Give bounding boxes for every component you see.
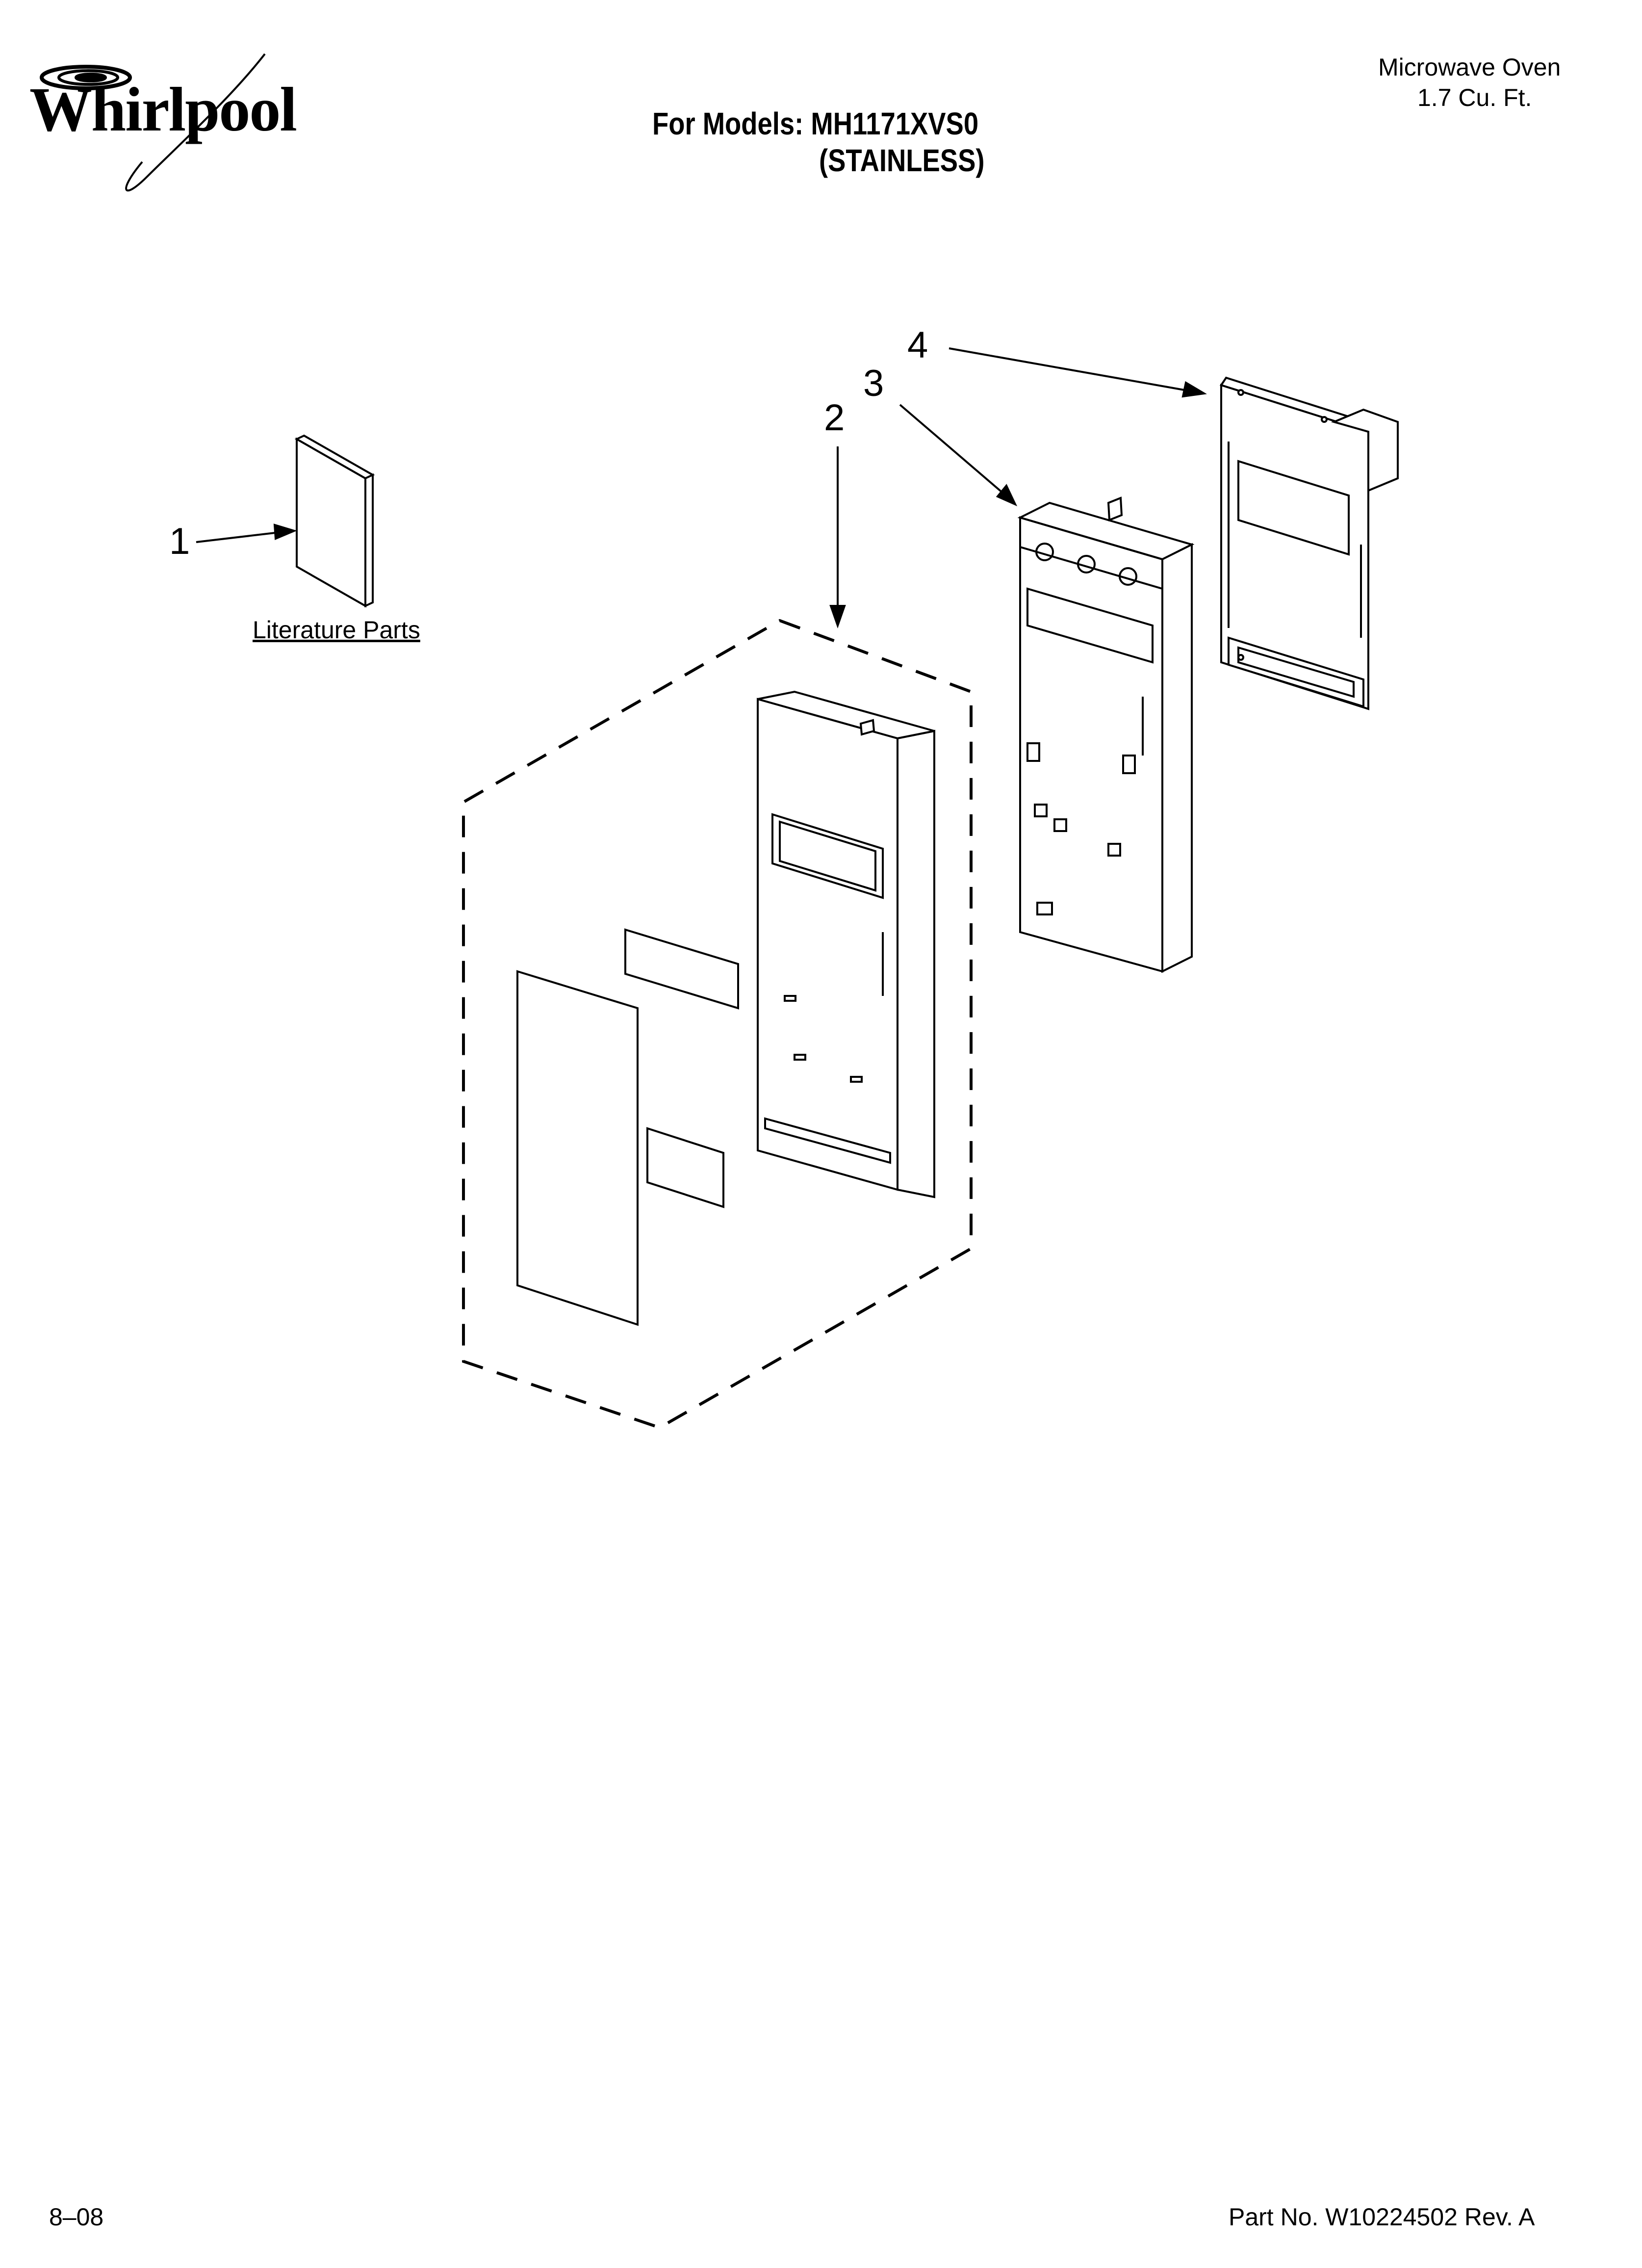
callout-1: 1: [169, 521, 190, 562]
callout-3: 3: [863, 363, 884, 404]
part-number: Part No. W10224502 Rev. A: [1229, 2203, 1535, 2231]
control-board: [1219, 376, 1399, 710]
literature-parts-label: Literature Parts: [253, 616, 420, 644]
control-panel-frame: [1017, 496, 1195, 973]
leader-arrow-2: [829, 446, 846, 629]
whirlpool-swirl-icon: [40, 53, 266, 192]
model-finish: (STAINLESS): [819, 143, 985, 178]
callout-4: 4: [907, 324, 928, 366]
leader-arrow-1: [196, 523, 297, 543]
model-title: For Models: MH1171XVS0: [652, 106, 979, 141]
leader-arrow-4: [949, 347, 1207, 398]
callout-2: 2: [824, 397, 845, 439]
literature-parts-book: [294, 434, 375, 608]
brand-logo: Whirlpool: [29, 75, 297, 144]
keypad-overlay: [516, 928, 739, 1326]
product-type: Microwave Oven: [1378, 53, 1561, 81]
revision-date: 8–08: [49, 2203, 104, 2231]
product-capacity: 1.7 Cu. Ft.: [1417, 84, 1532, 111]
control-panel-front: [757, 690, 935, 1199]
leader-arrow-3: [899, 404, 1018, 507]
